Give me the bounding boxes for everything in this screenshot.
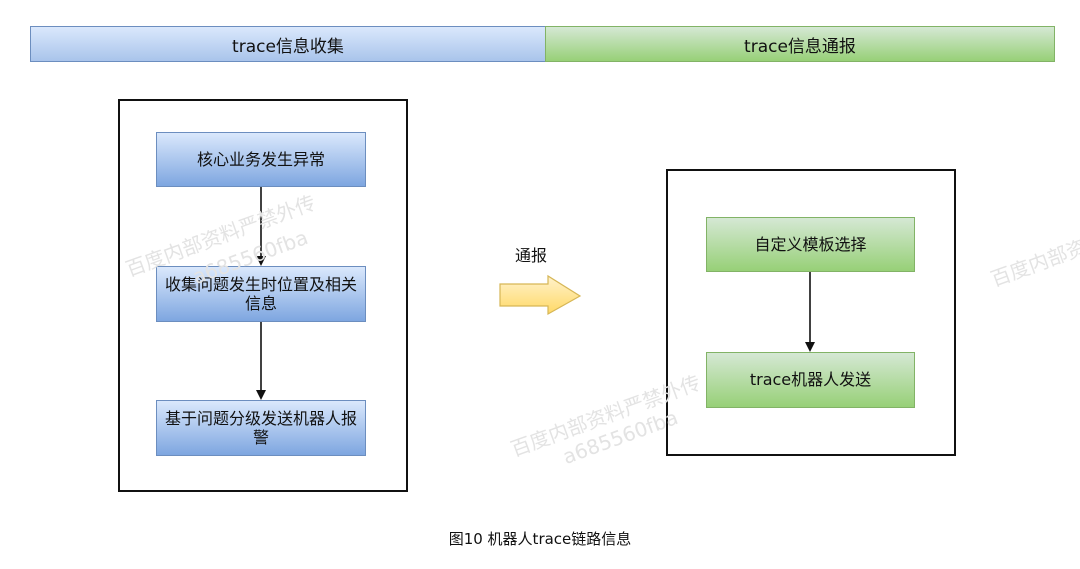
node-template-select: 自定义模板选择 [706, 217, 915, 272]
report-arrow-shape [499, 274, 582, 316]
report-container [666, 169, 956, 456]
node-core-exception: 核心业务发生异常 [156, 132, 366, 187]
transition-label: 通报 [515, 246, 548, 265]
report-phase-label: trace信息通报 [744, 36, 856, 57]
collect-phase-header: trace信息收集 [30, 26, 546, 62]
figure-caption: 图10 机器人trace链路信息 [448, 530, 632, 548]
node-robot-send: trace机器人发送 [706, 352, 915, 408]
node-collect-info: 收集问题发生时位置及相关信息 [156, 266, 366, 322]
collect-phase-label: trace信息收集 [232, 36, 344, 57]
collect-container [118, 99, 408, 492]
report-phase-header: trace信息通报 [545, 26, 1055, 62]
node-send-alert: 基于问题分级发送机器人报警 [156, 400, 366, 456]
